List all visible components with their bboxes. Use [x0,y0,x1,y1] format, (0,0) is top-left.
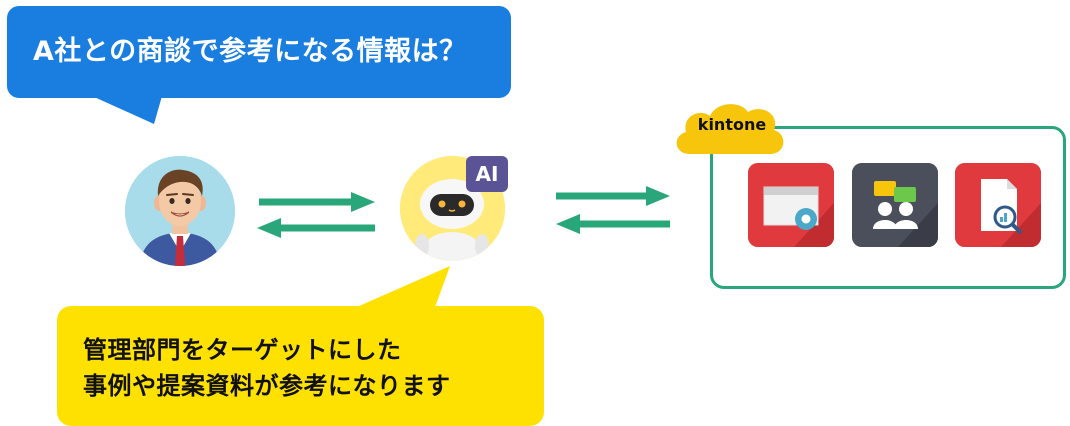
kintone-cloud-icon [676,104,784,154]
ai-badge-label: AI [475,162,499,186]
app-document-search-icon [955,163,1041,247]
ai-badge: AI [466,156,508,192]
exchange-arrows-icon [556,186,670,234]
question-text: A社との商談で参考になる情報は？ [33,36,467,67]
kintone-label: kintone [697,115,767,134]
question-bubble: A社との商談で参考になる情報は？ [7,6,511,98]
person-avatar-icon [125,156,235,266]
exchange-arrows-icon [257,192,375,238]
answer-bubble-tail [350,266,450,310]
answer-line-1: 管理部門をターゲットにした [83,336,402,364]
question-bubble-tail [92,96,162,124]
answer-line-2: 事例や提案資料が参考になります [83,372,451,400]
app-settings-icon [748,163,834,247]
app-people-chat-icon [852,163,938,247]
answer-bubble: 管理部門をターゲットにした 事例や提案資料が参考になります [57,306,544,426]
